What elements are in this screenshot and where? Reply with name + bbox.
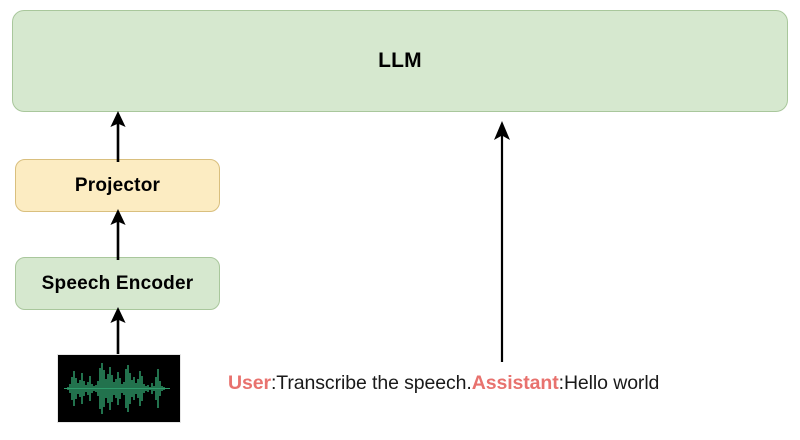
speech-waveform-thumbnail: [57, 354, 181, 423]
node-speech-encoder: Speech Encoder: [15, 257, 220, 310]
node-speech-encoder-label: Speech Encoder: [41, 272, 194, 294]
prompt-assistant-role: Assistant: [471, 371, 559, 394]
arrow-waveform-to-speech-encoder-icon: [105, 306, 131, 358]
node-projector: Projector: [15, 159, 220, 212]
prompt-assistant-separator: :: [558, 371, 564, 394]
node-llm: LLM: [12, 10, 788, 112]
prompt-user-separator: :: [270, 371, 277, 394]
node-llm-label: LLM: [378, 49, 422, 72]
prompt-text-line: User: Transcribe the speech. Assistant: …: [228, 370, 659, 396]
node-projector-label: Projector: [74, 174, 161, 196]
prompt-assistant-text: Hello world: [563, 371, 660, 394]
arrow-projector-to-llm-icon: [105, 110, 131, 162]
arrow-prompt-to-llm-icon: [489, 118, 515, 362]
arrow-speech-encoder-to-projector-icon: [105, 208, 131, 260]
prompt-user-text: Transcribe the speech.: [276, 371, 472, 394]
prompt-user-role: User: [228, 371, 271, 394]
